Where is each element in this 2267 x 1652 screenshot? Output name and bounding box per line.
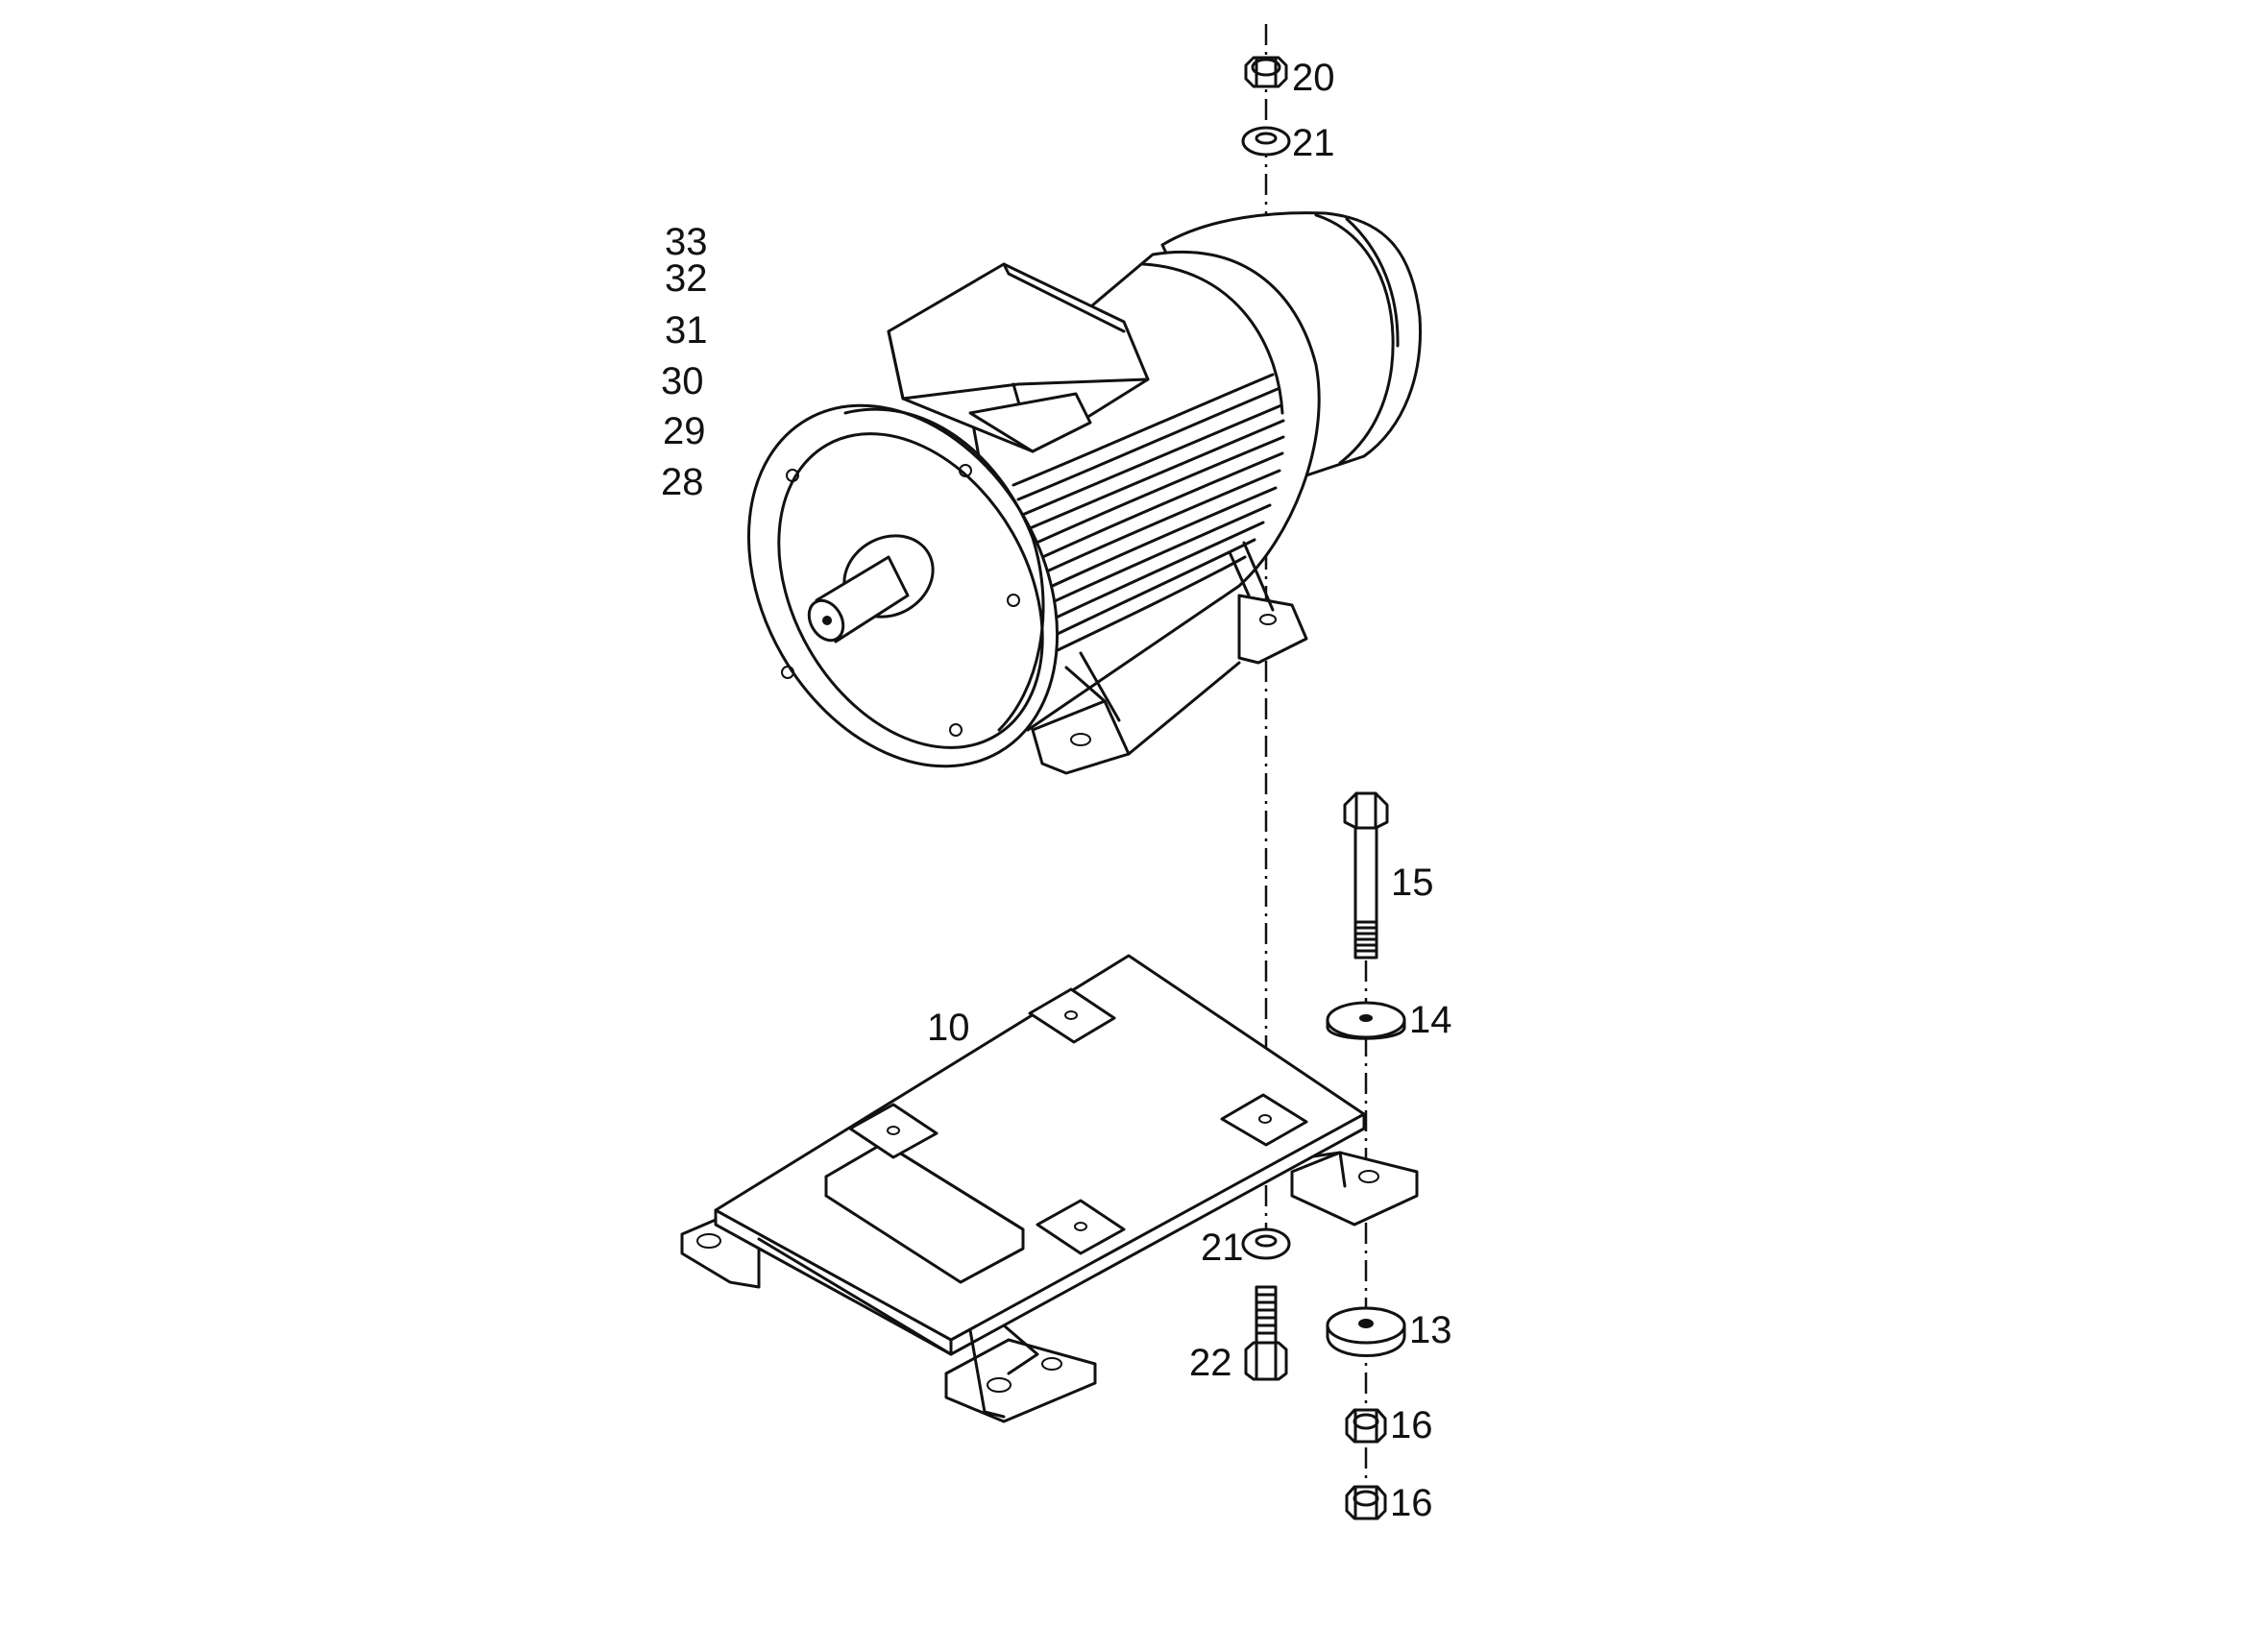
nut-part-20 — [1244, 56, 1288, 88]
label-29: 29 — [663, 410, 706, 452]
screw-part-22 — [1244, 1285, 1288, 1381]
nut-part-16-lower — [1345, 1485, 1387, 1520]
motor-foot-rear — [1228, 541, 1308, 665]
label-16-lower: 16 — [1390, 1482, 1433, 1524]
terminal-box — [887, 262, 1150, 453]
cooling-fins — [1012, 373, 1285, 661]
label-21-bottom: 21 — [1201, 1227, 1244, 1269]
label-15: 15 — [1391, 862, 1434, 904]
label-30: 30 — [661, 360, 704, 402]
label-16-upper: 16 — [1390, 1404, 1433, 1446]
label-10: 10 — [927, 1007, 970, 1049]
motor-foot-front — [1031, 651, 1131, 775]
bolt-part-15 — [1343, 791, 1389, 960]
label-22: 22 — [1189, 1342, 1232, 1384]
electric-motor — [746, 211, 1422, 775]
motor-shaft — [807, 534, 935, 644]
washer-part-14 — [1326, 1001, 1406, 1040]
label-13: 13 — [1409, 1309, 1452, 1351]
buffer-part-13 — [1326, 1306, 1406, 1357]
washer-part-21-top — [1241, 126, 1291, 157]
label-33: 33 — [665, 221, 708, 263]
label-20: 20 — [1292, 57, 1335, 99]
base-frame — [680, 954, 1419, 1423]
nut-part-16-upper — [1345, 1408, 1387, 1444]
label-14: 14 — [1409, 999, 1452, 1041]
label-31: 31 — [665, 309, 708, 352]
label-21-top: 21 — [1292, 122, 1335, 164]
label-32: 32 — [665, 257, 708, 300]
label-28: 28 — [661, 461, 704, 503]
washer-part-21-bottom — [1241, 1227, 1291, 1260]
